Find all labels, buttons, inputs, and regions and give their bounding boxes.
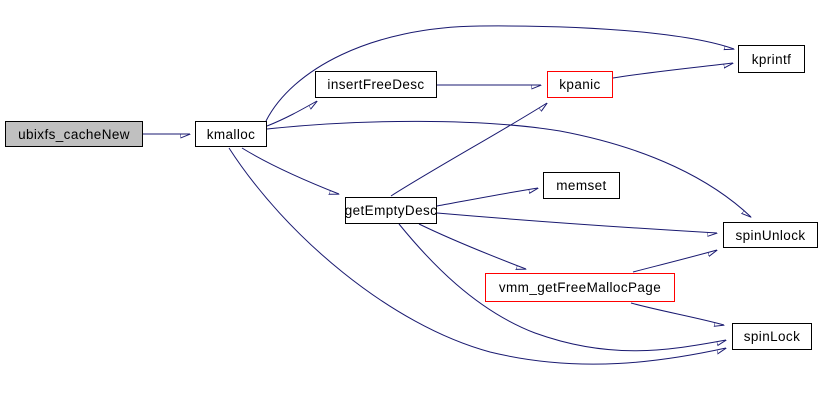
edge-getEmptyDesc-vmm_getFreeMallocPage — [418, 223, 526, 269]
edge-getEmptyDesc-memset — [436, 187, 538, 207]
node-label-spinUnlock: spinUnlock — [735, 227, 806, 243]
node-spinUnlock[interactable]: spinUnlock — [723, 222, 818, 248]
edge-vmm_getFreeMallocPage-spinLock — [630, 302, 724, 325]
node-getEmptyDesc[interactable]: getEmptyDesc — [345, 197, 437, 224]
edge-getEmptyDesc-spinUnlock — [436, 212, 717, 233]
edge-vmm_getFreeMallocPage-spinUnlock — [632, 249, 717, 273]
node-insertFreeDesc[interactable]: insertFreeDesc — [315, 71, 437, 98]
node-label-ubixfs_cacheNew: ubixfs_cacheNew — [18, 126, 130, 142]
node-kpanic[interactable]: kpanic — [547, 71, 613, 98]
node-memset[interactable]: memset — [543, 172, 620, 199]
edge-kmalloc-getEmptyDesc — [241, 147, 339, 194]
edge-getEmptyDesc-kpanic — [390, 102, 547, 197]
edge-kmalloc-spinLock — [228, 147, 726, 365]
node-label-kprintf: kprintf — [751, 51, 792, 67]
edge-kmalloc-insertFreeDesc — [266, 100, 317, 127]
edge-kpanic-kprintf — [612, 62, 733, 79]
node-label-kmalloc: kmalloc — [206, 126, 256, 142]
node-label-vmm_getFreeMallocPage: vmm_getFreeMallocPage — [498, 280, 662, 295]
node-kprintf[interactable]: kprintf — [738, 45, 805, 73]
node-label-getEmptyDesc: getEmptyDesc — [344, 203, 438, 218]
node-ubixfs_cacheNew: ubixfs_cacheNew — [5, 121, 143, 147]
node-label-insertFreeDesc: insertFreeDesc — [327, 77, 425, 92]
node-kmalloc[interactable]: kmalloc — [195, 121, 267, 147]
node-spinLock[interactable]: spinLock — [732, 323, 812, 350]
node-label-spinLock: spinLock — [743, 329, 801, 344]
edge-kmalloc-kprintf — [265, 25, 734, 122]
node-label-kpanic: kpanic — [559, 77, 601, 92]
edge-kmalloc-spinUnlock — [266, 120, 751, 217]
node-label-memset: memset — [556, 178, 607, 193]
edge-getEmptyDesc-spinLock — [398, 223, 726, 352]
node-vmm_getFreeMallocPage[interactable]: vmm_getFreeMallocPage — [485, 273, 675, 302]
